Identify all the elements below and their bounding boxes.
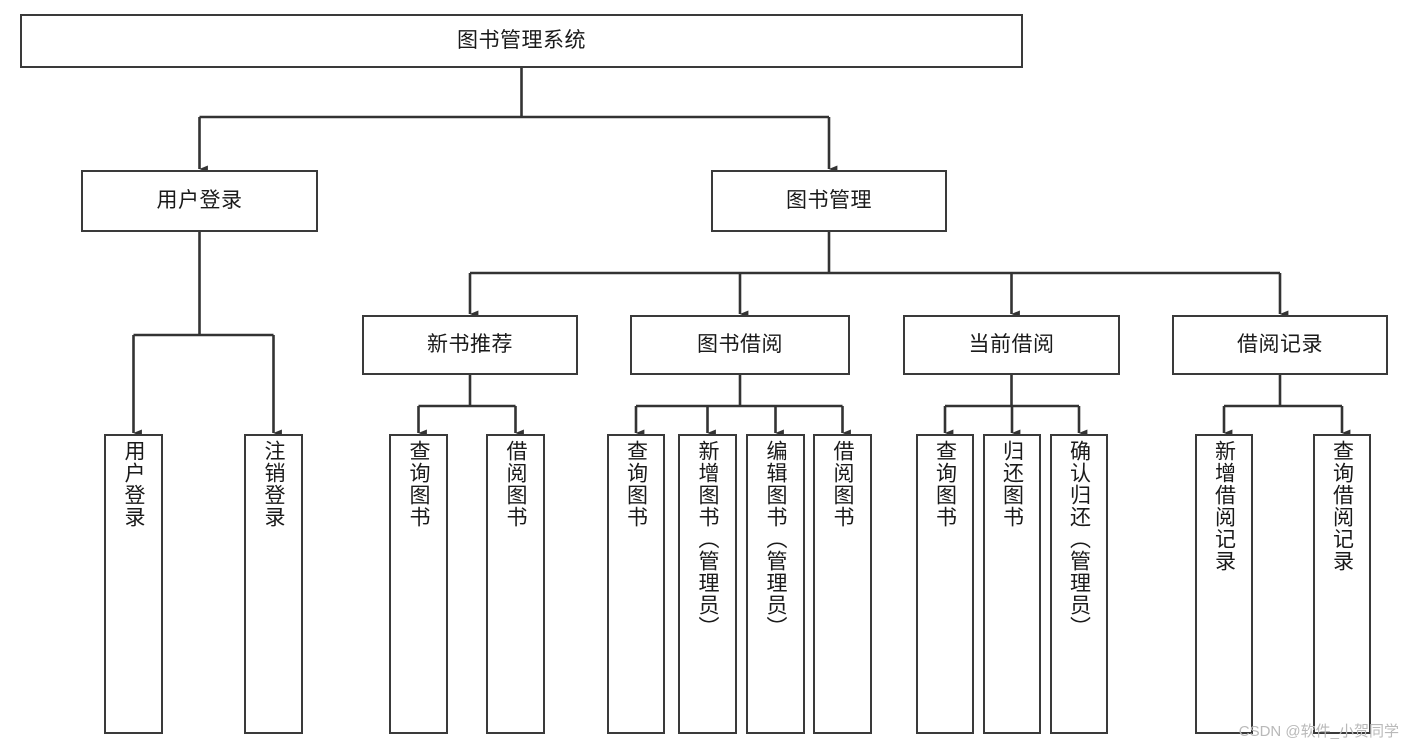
node-label: 查询图书 xyxy=(933,440,957,528)
node-label: 用户登录 xyxy=(156,188,243,212)
node-label: 借阅图书 xyxy=(504,440,527,528)
node-newbook[interactable]: 新书推荐 xyxy=(362,315,578,375)
node-leaf-rc-add[interactable]: 新增借阅记录 xyxy=(1195,434,1253,734)
node-label: 图书借阅 xyxy=(697,332,783,356)
node-leaf-rc-query[interactable]: 查询借阅记录 xyxy=(1313,434,1371,734)
watermark-text: CSDN @软件_小贺同学 xyxy=(1238,723,1399,740)
node-leaf-cu-return[interactable]: 归还图书 xyxy=(983,434,1041,734)
node-label: 编辑图书（管理员） xyxy=(764,440,787,638)
node-label: 注销登录 xyxy=(262,440,285,528)
node-label: 当前借阅 xyxy=(968,332,1055,356)
node-leaf-bo-borrow[interactable]: 借阅图书 xyxy=(813,434,872,734)
node-label: 图书管理 xyxy=(786,188,872,212)
node-leaf-user-logout[interactable]: 注销登录 xyxy=(244,434,303,734)
node-leaf-nb-borrow[interactable]: 借阅图书 xyxy=(486,434,545,734)
node-borrow[interactable]: 图书借阅 xyxy=(630,315,850,375)
node-leaf-cu-confirm[interactable]: 确认归还（管理员） xyxy=(1050,434,1108,734)
node-label: 新增图书（管理员） xyxy=(696,440,719,638)
node-label: 新增借阅记录 xyxy=(1212,440,1236,572)
node-label: 确认归还（管理员） xyxy=(1067,440,1091,638)
node-label: 借阅记录 xyxy=(1237,332,1323,356)
node-login[interactable]: 用户登录 xyxy=(81,170,318,232)
node-current[interactable]: 当前借阅 xyxy=(903,315,1120,375)
node-leaf-bo-edit[interactable]: 编辑图书（管理员） xyxy=(746,434,805,734)
node-root[interactable]: 图书管理系统 xyxy=(20,14,1023,68)
node-records[interactable]: 借阅记录 xyxy=(1172,315,1388,375)
node-label: 用户登录 xyxy=(122,440,145,528)
node-bookmgmt[interactable]: 图书管理 xyxy=(711,170,947,232)
node-label: 查询图书 xyxy=(624,440,648,528)
node-leaf-bo-add[interactable]: 新增图书（管理员） xyxy=(678,434,737,734)
node-leaf-nb-query[interactable]: 查询图书 xyxy=(389,434,448,734)
node-label: 图书管理系统 xyxy=(457,28,586,52)
node-leaf-cu-query[interactable]: 查询图书 xyxy=(916,434,974,734)
node-label: 借阅图书 xyxy=(831,440,854,528)
node-leaf-bo-query[interactable]: 查询图书 xyxy=(607,434,665,734)
node-label: 归还图书 xyxy=(1000,440,1024,528)
node-leaf-user-login[interactable]: 用户登录 xyxy=(104,434,163,734)
node-label: 查询借阅记录 xyxy=(1330,440,1354,572)
node-label: 新书推荐 xyxy=(427,332,513,356)
node-label: 查询图书 xyxy=(407,440,430,528)
